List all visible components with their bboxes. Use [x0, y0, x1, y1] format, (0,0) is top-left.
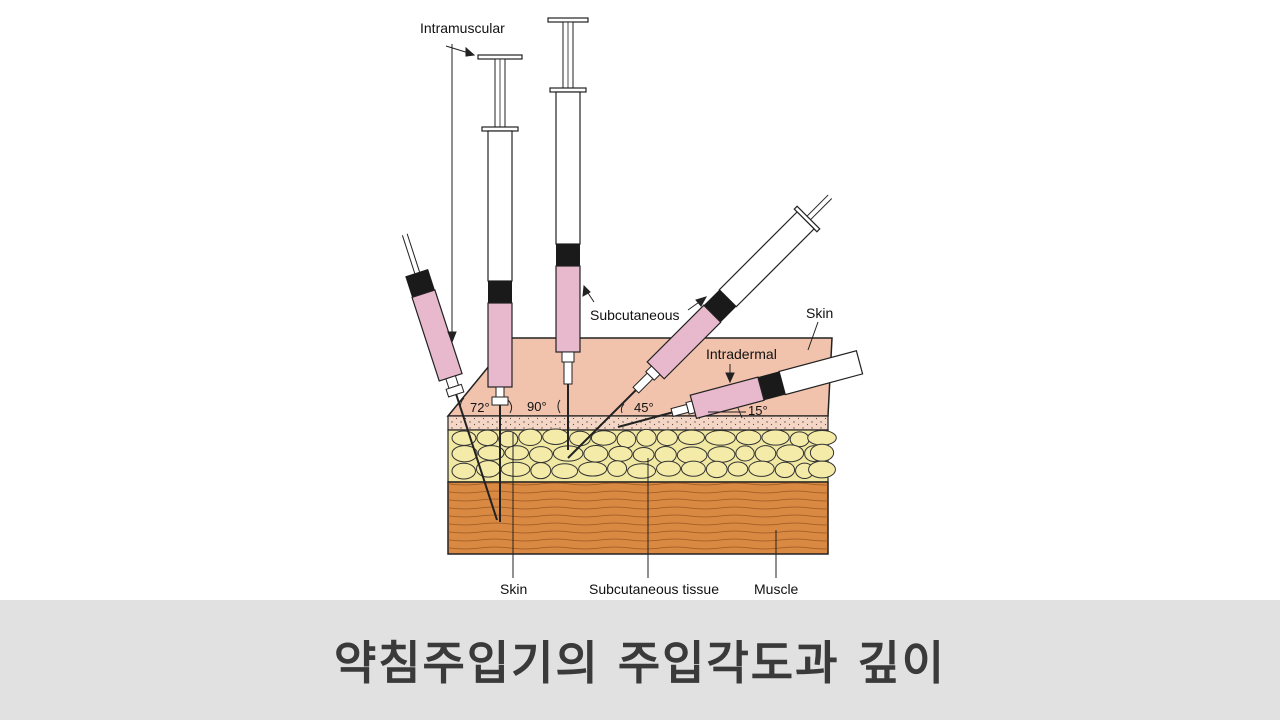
label-subcutaneous-tissue: Subcutaneous tissue: [589, 581, 719, 597]
tissue-block: [446, 337, 837, 555]
fat-cell: [518, 428, 543, 447]
syringe-intramuscular-90: [477, 54, 523, 522]
fat-cell: [608, 445, 633, 462]
fat-cell: [636, 428, 657, 447]
syringe-subcutaneous-45: [567, 194, 833, 459]
angle-72-label: 72°: [470, 400, 490, 415]
syringe-intradermal-15: [617, 349, 864, 428]
fat-cell: [705, 429, 736, 446]
fat-cell: [551, 463, 579, 479]
label-intramuscular: Intramuscular: [420, 20, 505, 36]
fat-cell: [528, 446, 553, 464]
fat-cell: [776, 444, 805, 463]
fat-cell: [807, 430, 837, 446]
fat-cell: [735, 429, 762, 446]
angle-90-label: 90°: [527, 399, 547, 414]
fat-cell: [680, 460, 706, 477]
fat-cell: [504, 445, 529, 461]
fat-cell: [627, 463, 657, 479]
fat-cell: [583, 445, 609, 463]
label-muscle: Muscle: [754, 581, 799, 597]
fat-cell: [607, 460, 628, 477]
injection-diagram: 72° 90° 45° 15° Intramuscular Subcutaneo…: [401, 17, 864, 597]
fat-cell: [707, 446, 736, 463]
label-skin-top: Skin: [806, 305, 833, 321]
fat-cell: [789, 431, 810, 448]
label-subcutaneous: Subcutaneous: [590, 307, 680, 323]
fat-cell: [748, 460, 775, 477]
fat-cell: [451, 445, 478, 463]
fat-cell: [542, 428, 570, 445]
fat-cell: [590, 430, 617, 446]
label-skin-bottom: Skin: [500, 581, 527, 597]
fat-cell: [656, 460, 681, 477]
fat-cell: [530, 462, 552, 480]
fat-cell: [727, 461, 749, 477]
fat-cell: [677, 429, 706, 446]
fat-cell: [735, 445, 755, 462]
fat-cell: [632, 447, 655, 463]
syringe-intramuscular-72: [401, 233, 498, 521]
fat-cell: [616, 430, 637, 449]
fat-cell: [451, 462, 476, 480]
fat-cell: [656, 429, 678, 447]
fat-cell: [476, 429, 499, 447]
fat-cell: [498, 430, 519, 448]
fat-cell: [761, 429, 790, 446]
syringe-subcutaneous-90: [547, 17, 589, 450]
angle-15-label: 15°: [748, 403, 768, 418]
angle-marks: [459, 397, 743, 419]
fat-cell: [705, 460, 728, 479]
fat-cell: [500, 461, 531, 477]
fat-cell: [754, 445, 777, 463]
angle-45-label: 45°: [634, 400, 654, 415]
caption-title: 약침주입기의 주입각도과 깊이: [333, 636, 947, 690]
fat-cell: [654, 446, 677, 464]
caption-bar: 약침주입기의 주입각도과 깊이: [0, 600, 1280, 720]
leader-lines: [445, 44, 819, 578]
label-intradermal: Intradermal: [706, 346, 777, 362]
fat-cell: [477, 445, 505, 461]
fat-cell: [808, 460, 836, 479]
fat-cell: [578, 461, 608, 477]
fat-cell: [809, 443, 835, 462]
fat-cell: [774, 461, 796, 479]
